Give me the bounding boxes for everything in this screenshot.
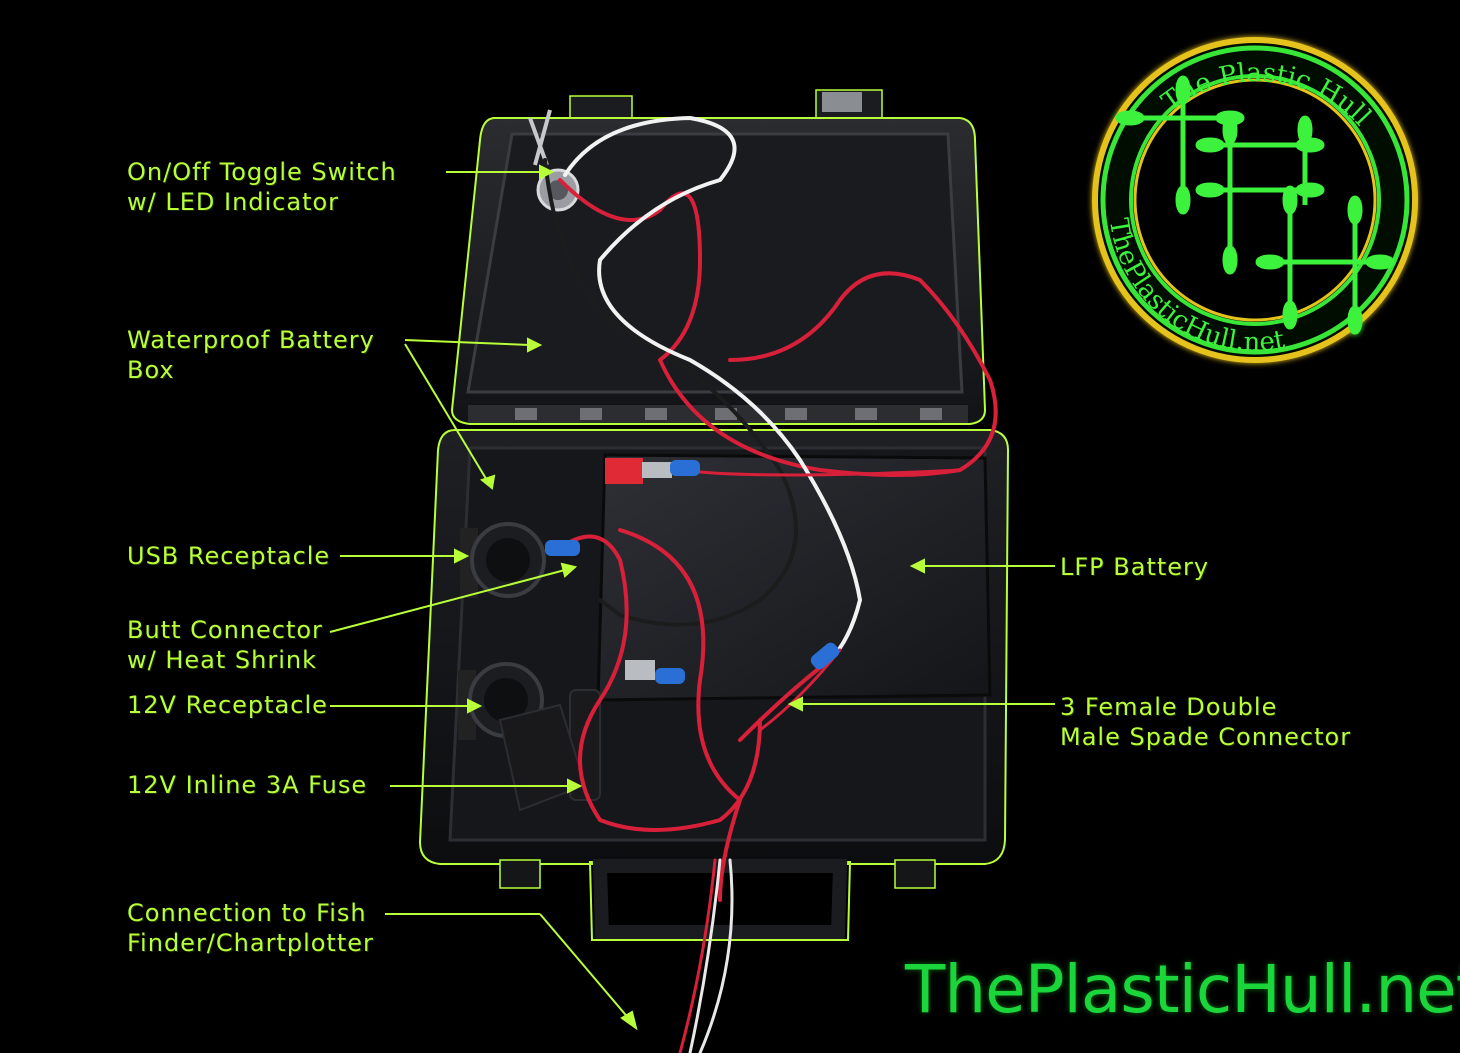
label-toggle-switch: On/Off Toggle Switch w/ LED Indicator xyxy=(127,157,397,217)
watermark-url: ThePlasticHull.net xyxy=(905,951,1460,1028)
label-line: Finder/Chartplotter xyxy=(127,929,374,957)
label-line: USB Receptacle xyxy=(127,542,331,570)
label-line: Male Spade Connector xyxy=(1060,723,1352,751)
lfp-battery xyxy=(596,453,992,702)
label-line: 12V Inline 3A Fuse xyxy=(127,771,368,799)
label-line: Box xyxy=(127,356,175,384)
label-line: LFP Battery xyxy=(1060,553,1210,581)
label-connection: Connection to Fish Finder/Chartplotter xyxy=(127,898,374,958)
label-line: Waterproof Battery xyxy=(127,326,375,354)
paddle-icon xyxy=(1115,75,1395,335)
label-battery-box: Waterproof Battery Box xyxy=(127,325,375,385)
label-12v-receptacle: 12V Receptacle xyxy=(127,690,328,720)
label-line: 12V Receptacle xyxy=(127,691,328,719)
label-spade-connector: 3 Female Double Male Spade Connector xyxy=(1060,692,1351,752)
label-line: w/ Heat Shrink xyxy=(127,646,317,674)
label-line: 3 Female Double xyxy=(1060,693,1278,721)
label-line: w/ LED Indicator xyxy=(127,188,340,216)
leader-lines xyxy=(329,164,1055,1031)
label-inline-fuse: 12V Inline 3A Fuse xyxy=(127,770,367,800)
inline-fuse xyxy=(498,689,601,812)
usb-receptacle xyxy=(460,522,546,598)
label-usb-receptacle: USB Receptacle xyxy=(127,541,330,571)
label-lfp-battery: LFP Battery xyxy=(1060,552,1209,582)
logo-emblem: The Plastic Hull ThePlasticHull.net xyxy=(1092,37,1418,363)
label-line: Connection to Fish xyxy=(127,899,367,927)
wires xyxy=(543,115,998,1053)
label-butt-connector: Butt Connector w/ Heat Shrink xyxy=(127,615,323,675)
label-line: On/Off Toggle Switch xyxy=(127,158,397,186)
label-line: Butt Connector xyxy=(127,616,323,644)
lid xyxy=(450,89,987,425)
